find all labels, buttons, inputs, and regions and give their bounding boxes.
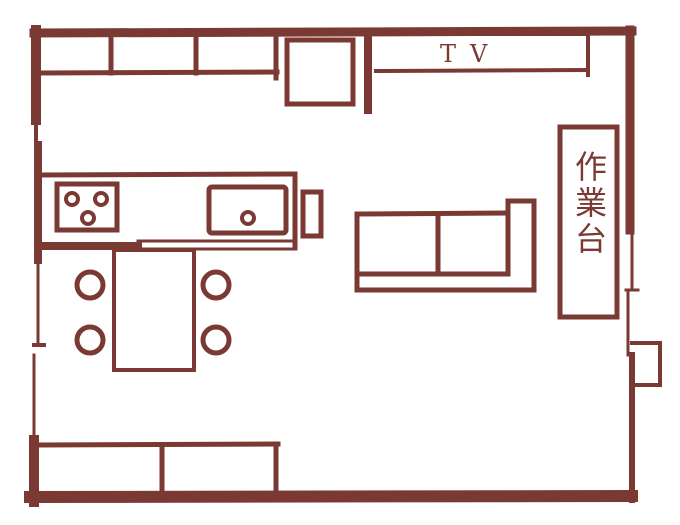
- stool: [200, 269, 232, 301]
- stool: [74, 324, 106, 356]
- worktable-label: 作業台: [570, 150, 608, 258]
- stove-burner: [80, 210, 96, 226]
- sofa: [354, 198, 537, 293]
- kitchen-counter: [36, 171, 298, 251]
- tv-stand: [373, 28, 591, 77]
- dining-table: [112, 248, 196, 372]
- right-door-step: [630, 341, 662, 387]
- top-cabinets: [37, 33, 280, 81]
- sink-drain: [240, 210, 256, 226]
- fridge: [284, 37, 356, 107]
- outer-walls: [23, 25, 640, 507]
- trash-bin: [300, 189, 324, 239]
- stools: [74, 269, 232, 356]
- stove-burner: [64, 191, 80, 207]
- worktable: [557, 124, 620, 320]
- tv-label: TV: [440, 40, 502, 68]
- bottom-cabinets: [35, 441, 281, 495]
- stove: [54, 181, 120, 233]
- stool: [74, 269, 106, 301]
- sink: [206, 184, 289, 236]
- stool: [200, 324, 232, 356]
- stove-burner: [93, 191, 109, 207]
